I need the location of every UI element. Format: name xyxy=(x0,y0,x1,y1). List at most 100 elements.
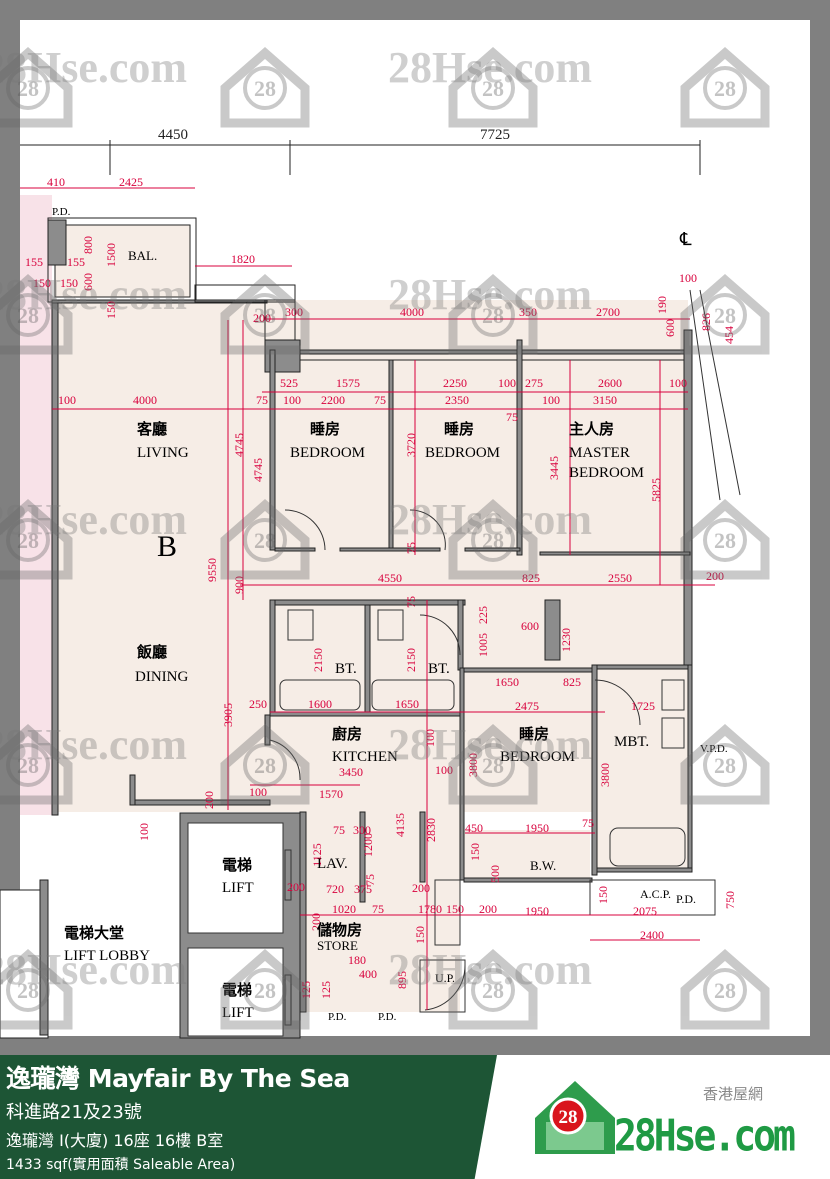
watermark-house-icon: 28 xyxy=(680,47,770,128)
label-lav: LAV. xyxy=(317,856,348,872)
label-bedroom2-cn: 睡房 xyxy=(444,420,474,438)
label-bt1: BT. xyxy=(335,661,357,677)
dimension-label: 375 xyxy=(354,882,372,896)
dimension-label: 75 xyxy=(333,823,345,837)
dimension-label: 100 xyxy=(283,393,301,407)
dimension-label: 100 xyxy=(669,376,687,390)
svg-text:28: 28 xyxy=(17,76,39,101)
dimension-label: 75 xyxy=(506,410,518,424)
watermark-house-icon: 28 xyxy=(448,274,538,355)
dimension-label: 200 xyxy=(287,880,305,894)
dimension-label: 125 xyxy=(299,981,313,999)
svg-text:28: 28 xyxy=(17,753,39,778)
dimension-label: 4450 xyxy=(158,127,188,143)
dimension-label: 150 xyxy=(104,301,118,319)
dimension-label: 2200 xyxy=(321,393,345,407)
watermark-house-icon: 28 xyxy=(448,499,538,580)
svg-text:28: 28 xyxy=(482,753,504,778)
label-acp: A.C.P. xyxy=(640,887,671,901)
svg-text:28: 28 xyxy=(714,528,736,553)
dimension-label: 150 xyxy=(413,926,427,944)
dimension-label: 2475 xyxy=(515,699,539,713)
dimension-label: 454 xyxy=(722,326,736,344)
dimension-label: 720 xyxy=(326,882,344,896)
watermark-house-icon: 28 xyxy=(448,949,538,1030)
svg-text:28: 28 xyxy=(714,76,736,101)
dimension-label: 75 xyxy=(374,393,386,407)
dimension-label: 1570 xyxy=(319,787,343,801)
dimension-label: 75 xyxy=(256,393,268,407)
dimension-label: 1820 xyxy=(231,252,255,266)
dimension-label: 155 xyxy=(67,255,85,269)
dimension-label: 150 xyxy=(596,886,610,904)
dimension-label: 410 xyxy=(47,175,65,189)
watermark-text: 28Hse.com xyxy=(0,720,187,769)
svg-text:28: 28 xyxy=(482,303,504,328)
property-title: 逸瓏灣 Mayfair By The Sea xyxy=(6,1064,350,1093)
label-lift2-en: LIFT xyxy=(222,1005,254,1021)
label-dining-en: DINING xyxy=(135,669,188,685)
dimension-label: 3150 xyxy=(593,393,617,407)
label-kitchen-cn: 廚房 xyxy=(332,725,362,743)
watermark-house-icon: 28 xyxy=(220,47,310,128)
watermark-house-icon: 28 xyxy=(448,47,538,128)
dimension-label: 100 xyxy=(249,785,267,799)
label-master-cn: 主人房 xyxy=(569,420,614,438)
watermark-text: 28Hse.com xyxy=(388,270,592,319)
label-lobby-cn: 電梯大堂 xyxy=(64,924,124,942)
floor-area xyxy=(55,300,688,812)
dimension-label: 2400 xyxy=(640,928,664,942)
dimension-label: 150 xyxy=(60,276,78,290)
watermark-text: 28Hse.com xyxy=(0,495,187,544)
dimension-label: 1230 xyxy=(559,628,573,652)
dimension-label: 75 xyxy=(363,874,377,886)
label-living-cn: 客廳 xyxy=(136,420,167,438)
dimension-label: 1020 xyxy=(332,902,356,916)
watermark-text: 28Hse.com xyxy=(388,43,592,92)
property-address: 科進路21及23號 xyxy=(6,1102,142,1123)
dimension-label: 2350 xyxy=(445,393,469,407)
logo-text: 28Hse.com xyxy=(614,1110,796,1161)
dimension-label: 2075 xyxy=(633,904,657,918)
watermark-house-icon: 28 xyxy=(448,724,538,805)
dimension-label: 600 xyxy=(81,273,95,291)
dimension-label: 600 xyxy=(663,319,677,337)
dimension-label: 600 xyxy=(521,619,539,633)
dimension-label: 4000 xyxy=(133,393,157,407)
centerline-symbol: ℄ xyxy=(679,229,692,249)
svg-text:28: 28 xyxy=(17,303,39,328)
label-kitchen-en: KITCHEN xyxy=(332,749,398,765)
watermark-text: 28Hse.com xyxy=(388,945,592,994)
dimension-label: 75 xyxy=(582,816,594,830)
label-dining-cn: 飯廳 xyxy=(136,643,167,661)
label-bedroom1-cn: 睡房 xyxy=(310,420,340,438)
dimension-label: 200 xyxy=(412,881,430,895)
balcony-floor xyxy=(55,225,190,297)
dimension-label: 825 xyxy=(563,675,581,689)
label-pd-b1: P.D. xyxy=(328,1011,347,1023)
logo-chinese-name: 香港屋網 xyxy=(703,1085,764,1103)
label-lift2-cn: 電梯 xyxy=(222,981,252,999)
watermark-house-icon: 28 xyxy=(0,274,73,355)
dimension-label: 895 xyxy=(395,971,409,989)
dimension-label: 525 xyxy=(280,376,298,390)
dimension-label: 4550 xyxy=(378,571,402,585)
watermark-text: 28Hse.com xyxy=(388,720,592,769)
dimension-label: 300 xyxy=(353,823,371,837)
svg-text:28: 28 xyxy=(254,76,276,101)
dimension-label: 500 xyxy=(488,865,502,883)
bw-floor xyxy=(460,830,590,880)
dimension-label: 250 xyxy=(249,697,267,711)
watermark-text: 28Hse.com xyxy=(0,945,187,994)
dimension-label: 2150 xyxy=(311,648,325,672)
footer: 逸瓏灣 Mayfair By The Sea 科進路21及23號 逸瓏灣 I(大… xyxy=(0,1055,830,1179)
dimension-label: 1125 xyxy=(310,843,324,867)
watermark-house-icon: 28 xyxy=(680,499,770,580)
dimension-label: 2600 xyxy=(598,376,622,390)
dimension-label: 4745 xyxy=(232,433,246,457)
dimension-label: 150 xyxy=(468,843,482,861)
dimension-label: 3800 xyxy=(598,763,612,787)
overall-dimension-line xyxy=(20,140,701,175)
